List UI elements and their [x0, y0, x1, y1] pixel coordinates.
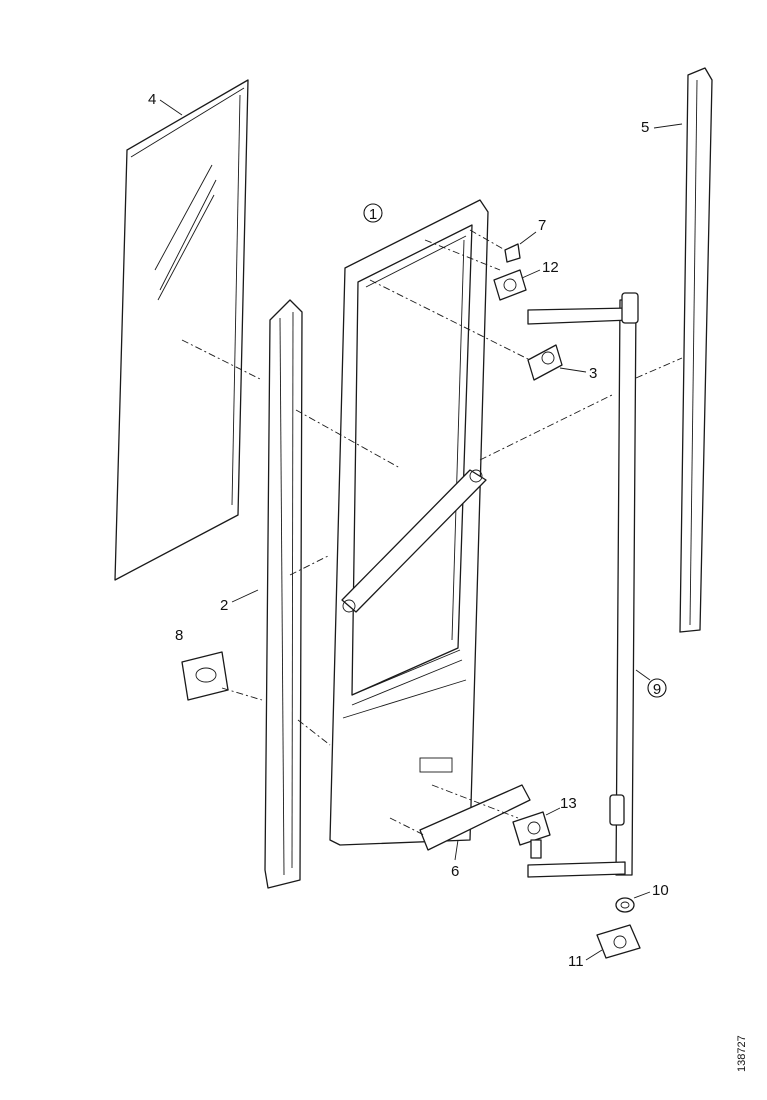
bushing-part-10 [615, 897, 635, 913]
bracket-part-3 [527, 344, 563, 381]
label-1: 1 [369, 206, 377, 223]
label-3: 3 [589, 365, 597, 382]
label-11: 11 [568, 953, 584, 970]
bottom-sill-part-6 [419, 784, 531, 851]
label-1-circle [363, 203, 383, 223]
glass-pane-part-4 [114, 79, 249, 581]
bracket-part-13 [512, 811, 551, 859]
label-5: 5 [641, 119, 649, 136]
label-9-circle [647, 678, 667, 698]
label-13: 13 [560, 795, 577, 812]
right-profile-part-5 [679, 67, 713, 633]
left-profile-part-2 [264, 299, 303, 889]
door-frame-part-1 [329, 199, 489, 846]
callout-labels: 1 2 3 4 5 6 7 8 9 10 11 12 13 [148, 91, 683, 970]
label-12: 12 [542, 259, 559, 276]
label-2: 2 [220, 597, 228, 614]
label-6: 6 [451, 863, 459, 880]
label-8: 8 [175, 627, 183, 644]
hinge-plate-part-8 [181, 651, 229, 701]
leader-lines [181, 229, 683, 836]
label-7: 7 [538, 217, 546, 234]
pivot-plate-part-11 [596, 924, 641, 959]
clip-part-7 [504, 243, 521, 263]
label-9: 9 [653, 681, 661, 698]
label-10: 10 [652, 882, 669, 899]
label-4: 4 [148, 91, 156, 108]
bracket-part-12 [493, 269, 527, 301]
operating-rod-part-9 [527, 292, 639, 878]
drawing-number: 138727 [736, 1035, 748, 1072]
